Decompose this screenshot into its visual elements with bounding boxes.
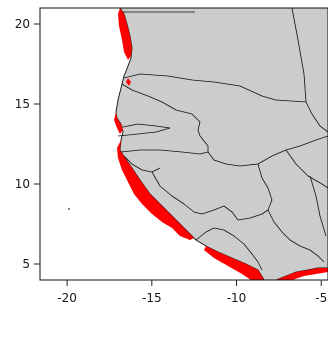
- coastal-highlight-main: [117, 140, 194, 240]
- coastal-highlight-layer: [114, 8, 328, 280]
- coastal-highlight-east: [276, 268, 328, 280]
- border-guinea-cote-divoire: [237, 163, 273, 221]
- border-guinea-bissau: [123, 155, 161, 173]
- border-liberia-south: [195, 227, 263, 271]
- border-mauritania-mali: [291, 8, 307, 103]
- land-mass: [115, 8, 328, 280]
- x-tick-label: -15: [142, 291, 162, 305]
- border-mali-senegal: [199, 135, 328, 167]
- coastal-highlight-islands: [126, 78, 131, 86]
- border-mauritania-senegal: [121, 83, 201, 137]
- border-mali-burkina: [305, 101, 328, 133]
- x-tick-label: -10: [227, 291, 247, 305]
- map-plot-area: [115, 8, 328, 280]
- y-axis: 5 10 15 20: [15, 17, 40, 271]
- y-tick-label: 20: [15, 17, 30, 31]
- y-tick-label: 15: [15, 97, 30, 111]
- border-east: [309, 175, 327, 237]
- border-guinea-liberia: [201, 205, 239, 221]
- x-axis: -20 -15 -10 -5: [57, 280, 327, 305]
- border-gambia: [117, 123, 171, 137]
- border-mauritania-east: [123, 73, 307, 103]
- x-tick-label: -20: [57, 291, 77, 305]
- coastal-highlight-mauritania: [118, 8, 132, 60]
- border-senegal-south: [120, 149, 209, 155]
- x-tick-label: -5: [315, 291, 327, 305]
- coastal-highlight-liberia: [204, 246, 265, 280]
- coastal-highlight-dakar: [114, 112, 123, 134]
- border-cote-divoire: [267, 209, 325, 263]
- border-guinea-sierra-leone: [151, 171, 203, 215]
- y-tick-label: 10: [15, 177, 30, 191]
- plot-frame: [39, 7, 328, 281]
- y-tick-label: 5: [22, 257, 30, 271]
- offshore-point: [68, 208, 70, 210]
- border-burkina: [285, 149, 328, 189]
